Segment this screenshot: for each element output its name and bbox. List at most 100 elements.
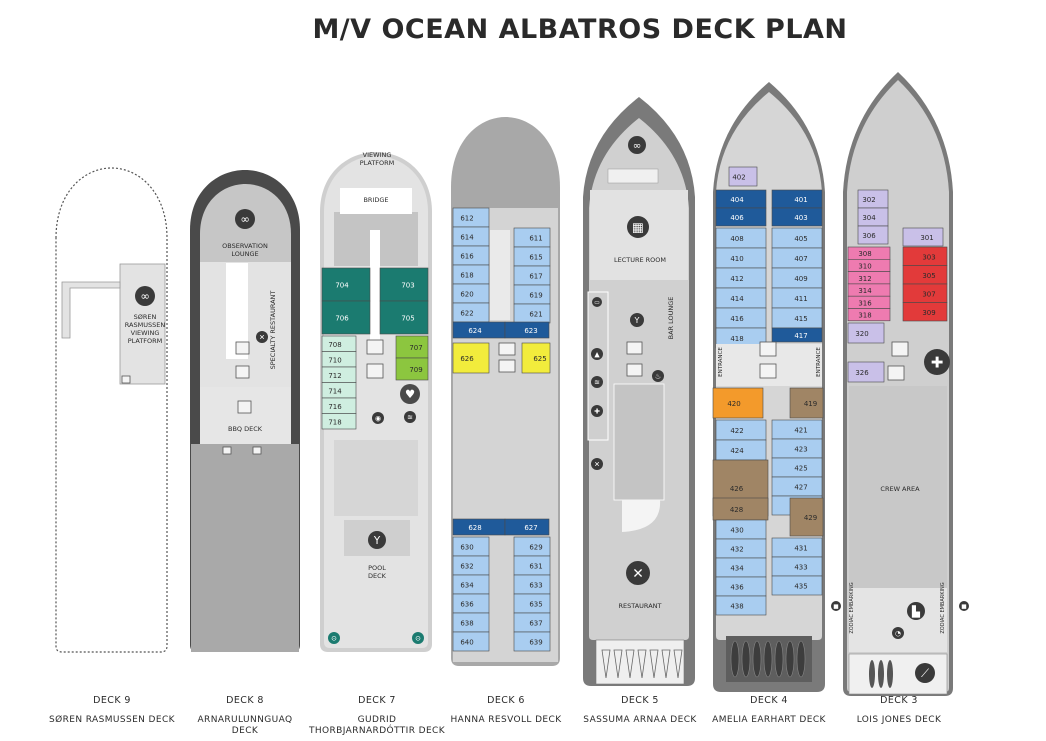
sauna-icon [404,411,416,423]
cabin-number: 617 [529,273,542,281]
cabin-number: 404 [730,196,744,204]
cabin-number: 629 [529,544,542,552]
binoculars-icon-glyph: ∞ [140,289,150,303]
cabin-number: 634 [460,582,474,590]
cabin-number: 303 [922,253,935,261]
deck4-elevator-icon [759,341,777,357]
binoculars-icon-glyph: ∞ [633,140,642,152]
cabin-number: 619 [529,292,542,300]
zodiac-embarking-label-right: ZODIAC EMBARKING [940,582,946,633]
deck9-platform-label: RASMUSSEN [125,321,166,329]
cabin-number: 406 [730,214,744,222]
cabin-number: 707 [409,344,422,352]
observation-lounge-label: LOUNGE [231,250,258,258]
cabin-number: 419 [804,400,817,408]
deck6-stairs-icon [498,359,516,373]
deck6-elevator-icon [498,342,516,356]
lecture-room-label: LECTURE ROOM [614,256,666,264]
deck7-elevator-icon [366,339,384,355]
cabin-number: 326 [855,369,869,377]
deck5-sauna-icon [591,376,603,388]
cabin-number: 429 [804,514,817,522]
cabin-326 [847,361,885,383]
deck5-bow-stairs [607,168,659,184]
cabin-number: 312 [858,275,871,283]
cabin-number: 316 [858,299,872,307]
cabin-627 [504,518,550,536]
cabin-number: 714 [328,387,342,395]
specialty-restaurant-label: SPECIALTY RESTAURANT [269,291,277,370]
zodiac-boat [673,649,683,679]
deck-number-label: DECK 5 [621,695,659,706]
zodiac-boat [649,649,659,679]
deck9-platform-label: PLATFORM [128,337,163,345]
zodiac-boat [613,649,623,679]
bar-lounge-label: BAR LOUNGE [667,297,675,340]
cabin-number: 710 [328,356,341,364]
cabin-639 [513,631,551,652]
deck7-mid [334,440,418,516]
cabin-number: 630 [460,544,473,552]
cabin-number: 320 [855,330,868,338]
deck-name-label: HANNA RESVOLL DECK [450,715,562,725]
cabin-703 [379,267,429,302]
cabin-626 [452,342,490,374]
deck3-washdown-icon [892,627,904,639]
cabin-number: 432 [730,546,743,554]
cabin-number: 436 [730,584,744,592]
deck3-door-right [959,601,969,611]
deck8-elevator-icon-2 [237,400,252,414]
cabin-309 [902,302,948,322]
cabin-number: 621 [529,311,542,319]
cabin-number: 615 [529,254,542,262]
deck3-stairs-icon [887,365,905,381]
deck8-corridor [226,263,248,359]
deck-number-label: DECK 8 [226,695,264,706]
cabin-number: 639 [529,639,542,647]
cabin-number: 438 [730,603,743,611]
cabin-625 [521,342,551,374]
cabin-718 [321,413,357,430]
deck4-stairs-icon [759,363,777,379]
cabin-number: 624 [468,327,482,335]
cabin-number: 411 [794,295,807,303]
zodiac-boat [601,649,611,679]
cabin-number: 308 [858,250,871,258]
deck5-sauna-icon-glyph: ≋ [594,379,600,387]
kayak-icon [869,660,875,688]
deck-name-label: SASSUMA ARNAA DECK [583,715,697,725]
cocktail-icon-glyph: Y [373,535,381,547]
cabin-number: 318 [858,312,871,320]
heart-icon [400,384,420,404]
cabin-number: 403 [794,214,807,222]
deck-number-label: DECK 9 [93,695,131,706]
deck3-door-right-glyph: ■ [961,604,966,610]
restaurant-icon-glyph: ✕ [259,334,265,342]
cabin-number: 402 [732,174,745,182]
cabin-number: 310 [858,262,871,270]
binoculars-icon [135,286,155,306]
zodiac-boat [774,640,784,678]
viewing-platform-label: PLATFORM [360,159,395,167]
deck-name-label: THORBJARNARDÓTTIR DECK [308,726,446,736]
restaurant-icon [256,331,268,343]
deck7-stairs-icon [366,363,384,379]
cabin-number: 712 [328,372,341,380]
deck7-bridge [340,188,412,214]
deck9-walkway [61,281,121,339]
cabin-number: 427 [794,484,807,492]
deck8-stairs-icon-3 [252,446,262,455]
cabin-number: 618 [460,272,473,280]
cabin-number: 434 [730,565,744,573]
deck7-corridor [370,230,380,340]
deck5-service-icon-glyph: ♨ [655,373,661,381]
cabin-number: 620 [460,291,473,299]
cabin-406 [715,207,767,227]
cabin-640 [452,631,490,652]
cabin-306 [857,225,889,245]
cabin-number: 718 [328,418,341,426]
deck3-elevator-icon [891,341,909,357]
lifebuoy-icon-glyph: ◉ [375,415,381,423]
cabin-number: 408 [730,235,743,243]
cabin-number: 637 [529,620,542,628]
